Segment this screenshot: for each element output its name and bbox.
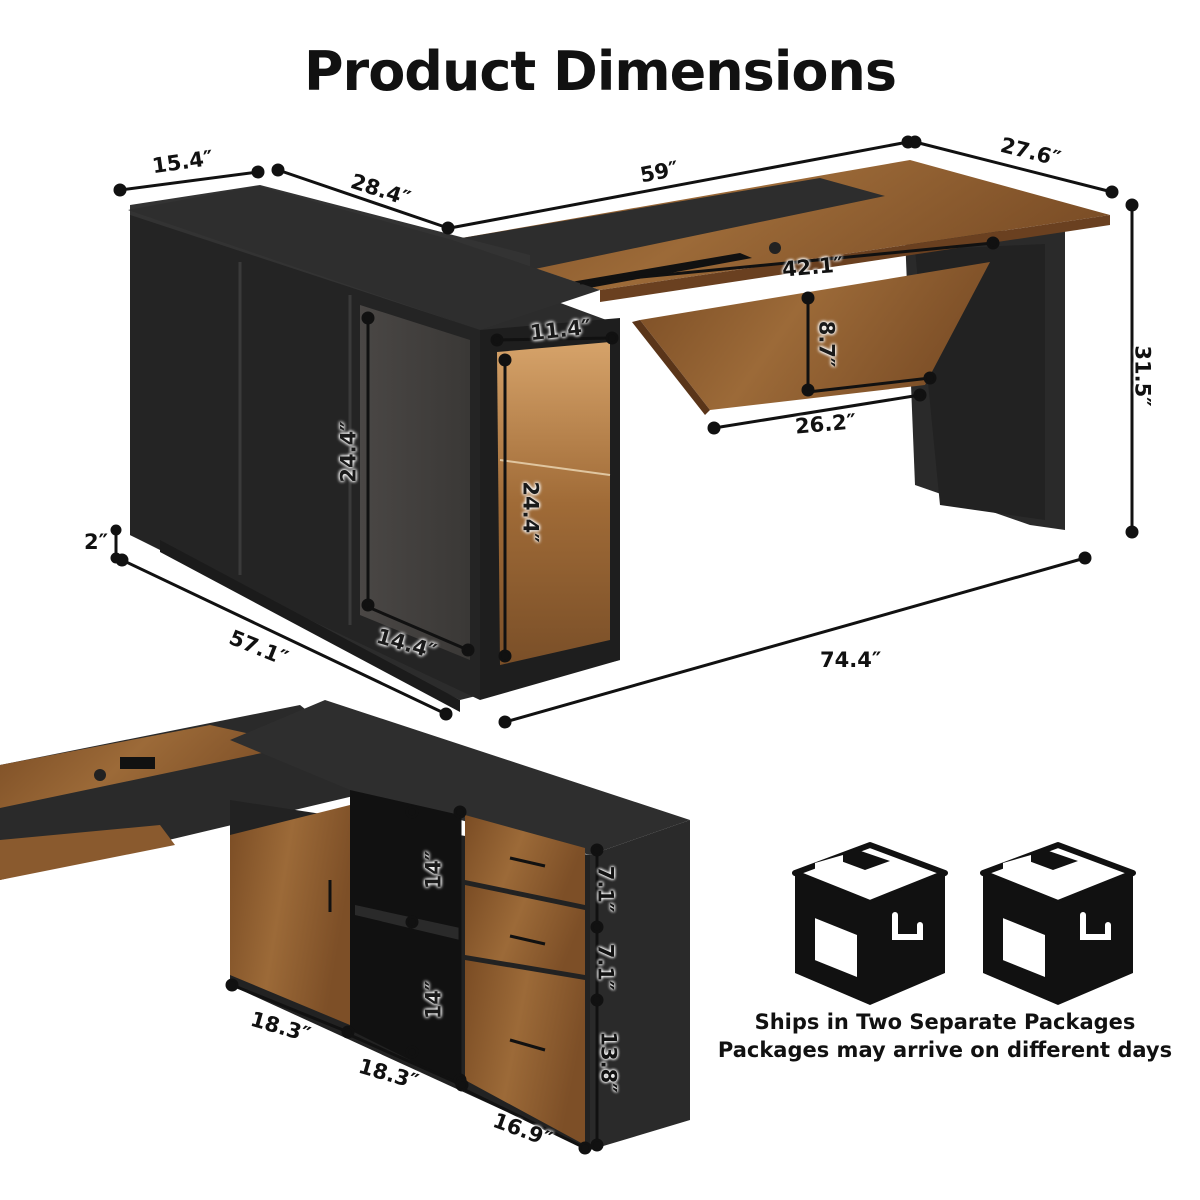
dim-glass-door-height: 24.4″	[336, 421, 361, 483]
package-box-icon	[792, 842, 948, 1005]
dim-total-length: 74.4″	[820, 648, 882, 672]
dim-cubby-upper: 14″	[421, 850, 446, 890]
package-box-icon	[980, 842, 1136, 1005]
top-dimension-lines	[110, 135, 1139, 729]
dim-total-height: 31.5″	[1130, 345, 1155, 407]
dim-cubby-lower: 14″	[421, 980, 446, 1020]
shipping-caption-line2: Packages may arrive on different days	[717, 1038, 1173, 1062]
dim-open-shelf-height: 24.4″	[518, 481, 543, 543]
bottom-dimension-lines	[225, 805, 604, 1155]
bottom-desk	[0, 700, 690, 1150]
shipping-caption-line1: Ships in Two Separate Packages	[754, 1010, 1136, 1034]
dim-drawer-middle: 7.1″	[593, 943, 618, 991]
dim-drawer-bottom: 13.8″	[596, 1031, 621, 1093]
dim-base-height: 2″	[84, 530, 108, 554]
dim-drawer-top: 7.1″	[593, 865, 618, 913]
top-desk	[128, 160, 1110, 712]
page-title: Product Dimensions	[303, 40, 897, 103]
dim-panel-height: 8.7″	[814, 320, 839, 368]
